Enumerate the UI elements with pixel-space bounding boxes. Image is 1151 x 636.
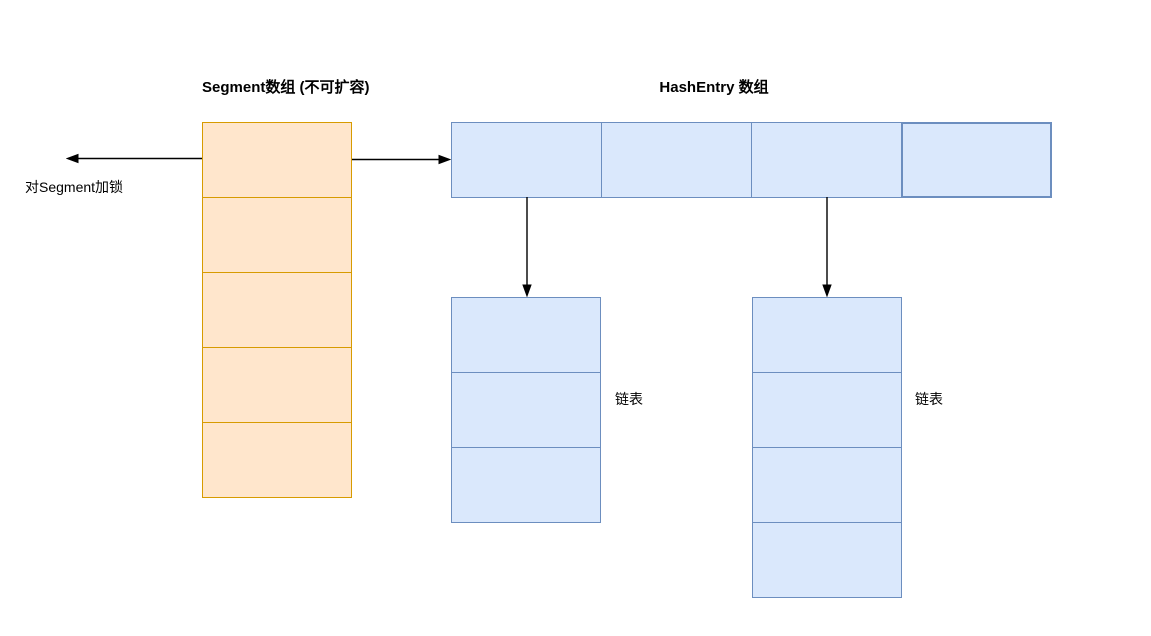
linked-list-cell: [752, 372, 902, 448]
linked-list-cell: [451, 372, 601, 448]
segment-cell: [202, 122, 352, 198]
segment-array-title: Segment数组 (不可扩容): [202, 79, 370, 96]
hashentry-cell: [601, 122, 752, 198]
linked-list-label-1: 链表: [915, 391, 943, 407]
hashentry-array: [451, 122, 1052, 198]
hashentry-cell: [451, 122, 602, 198]
linked-list-cell: [752, 522, 902, 598]
hashentry-array-title: HashEntry 数组: [659, 79, 769, 96]
linked-list-0: [451, 297, 601, 523]
linked-list-label-0: 链表: [615, 391, 643, 407]
segment-lock-label: 对Segment加锁: [25, 179, 124, 195]
linked-list-1: [752, 297, 902, 598]
segment-cell: [202, 347, 352, 423]
linked-list-cell: [752, 447, 902, 523]
linked-list-cell: [752, 297, 902, 373]
linked-list-cell: [451, 447, 601, 523]
hashentry-cell: [901, 122, 1052, 198]
linked-list-cell: [451, 297, 601, 373]
segment-array: [202, 122, 352, 498]
hashentry-cell: [751, 122, 902, 198]
segment-cell: [202, 422, 352, 498]
segment-cell: [202, 197, 352, 273]
segment-cell: [202, 272, 352, 348]
